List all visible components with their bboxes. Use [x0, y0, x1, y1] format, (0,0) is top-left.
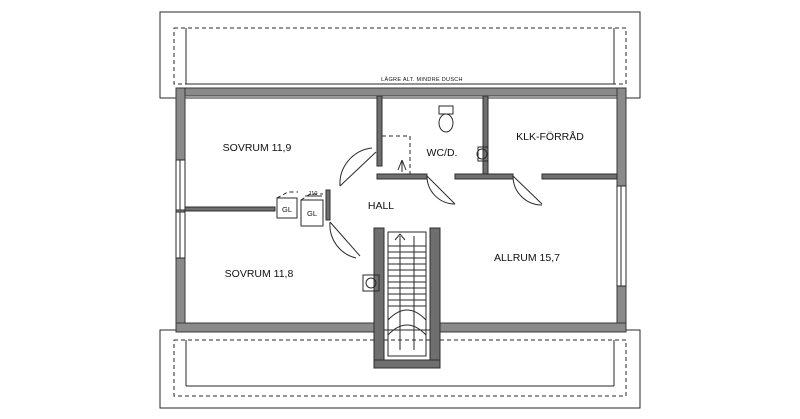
closet-left — [276, 191, 298, 219]
staircase — [387, 231, 427, 357]
door-sovrum-top — [339, 147, 377, 187]
shower-icon — [382, 135, 411, 174]
vent-icon — [362, 274, 380, 292]
top-roof-frame — [159, 11, 641, 99]
closet-dimension: 110 — [309, 191, 318, 197]
door-klk — [512, 175, 543, 206]
closet-label-left: GL — [282, 205, 292, 214]
door-wc — [426, 175, 456, 205]
room-label-sovrum-bottom: SOVRUM 11,8 — [225, 268, 294, 280]
toilet-icon — [438, 105, 454, 133]
window-left — [175, 159, 186, 259]
closet-right — [300, 193, 324, 227]
room-label-klk: KLK-FÖRRÅD — [516, 130, 584, 143]
window-right — [616, 185, 627, 287]
closet-label-right: GL — [307, 209, 317, 218]
door-sovrum-bottom — [329, 221, 361, 259]
roof-note: LÄGRE ALT. MINDRE DUSCH — [381, 76, 463, 83]
sink-icon — [476, 146, 489, 162]
room-label-wc: WC/D. — [427, 147, 458, 159]
room-label-hall: HALL — [368, 200, 394, 212]
room-label-sovrum-top: SOVRUM 11,9 — [223, 142, 292, 154]
room-label-allrum: ALLRUM 15,7 — [494, 252, 560, 264]
interior-walls — [184, 95, 618, 369]
